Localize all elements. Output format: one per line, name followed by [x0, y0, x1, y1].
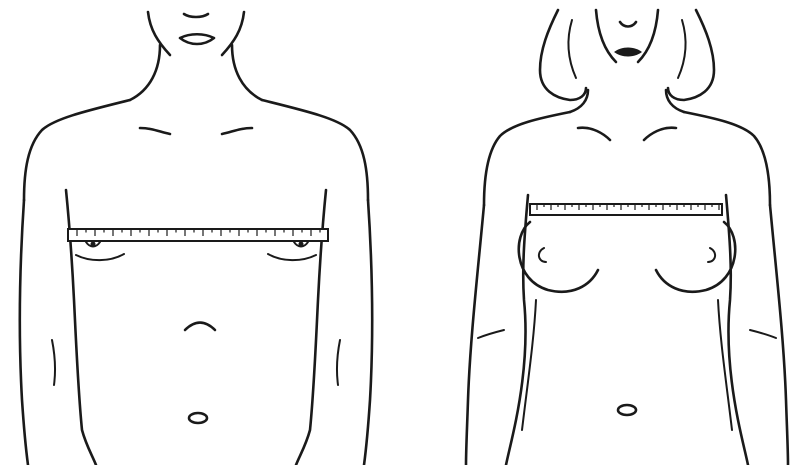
female-nose	[620, 22, 636, 27]
male-arm-right-outer	[364, 200, 372, 465]
female-elbow-right	[750, 330, 776, 338]
male-measuring-tape	[68, 229, 328, 241]
female-arm-right-outer	[770, 205, 788, 465]
male-arm-left-outer	[20, 200, 28, 465]
female-torso-left	[506, 195, 528, 465]
female-navel	[618, 405, 636, 415]
male-neck-right	[232, 45, 262, 100]
female-nipple-right	[708, 248, 715, 262]
female-clavicle-right	[644, 128, 676, 140]
female-elbow-left	[478, 330, 504, 338]
male-mouth	[180, 34, 214, 44]
female-breast-right	[656, 222, 735, 292]
male-nipple-dot-right	[299, 242, 304, 247]
female-hair-inner-right	[678, 20, 685, 78]
male-shoulder-left	[24, 100, 130, 200]
male-clavicle-right	[222, 128, 252, 134]
male-arm-left-inner	[52, 340, 55, 385]
female-tape-band	[530, 204, 722, 215]
female-torso-right	[726, 195, 748, 465]
female-arm-left-outer	[466, 205, 484, 465]
female-breast-left	[519, 222, 598, 292]
female-clavicle-left	[578, 128, 610, 140]
female-hair-inner-left	[569, 20, 576, 78]
male-nipple-dot-left	[91, 242, 96, 247]
male-arm-right-inner	[337, 340, 340, 385]
female-shoulder-left	[484, 112, 570, 205]
female-lips	[614, 48, 642, 57]
female-hair-right	[668, 10, 714, 100]
male-abdomen-line	[185, 323, 215, 331]
female-jaw-left	[596, 10, 616, 62]
female-figure	[466, 10, 788, 465]
female-hair-left	[540, 10, 586, 100]
male-shoulder-right	[262, 100, 368, 200]
male-pec-right	[268, 254, 316, 260]
female-nipple-left	[539, 248, 546, 262]
male-nose	[184, 14, 208, 17]
female-shoulder-right	[684, 112, 770, 205]
male-tape-band	[68, 229, 328, 241]
male-figure	[20, 12, 372, 465]
female-jaw-right	[638, 10, 658, 62]
male-clavicle-left	[140, 128, 170, 134]
male-navel	[189, 413, 207, 423]
male-pec-left	[76, 254, 124, 260]
male-neck-left	[130, 45, 160, 100]
female-measuring-tape	[530, 204, 722, 215]
